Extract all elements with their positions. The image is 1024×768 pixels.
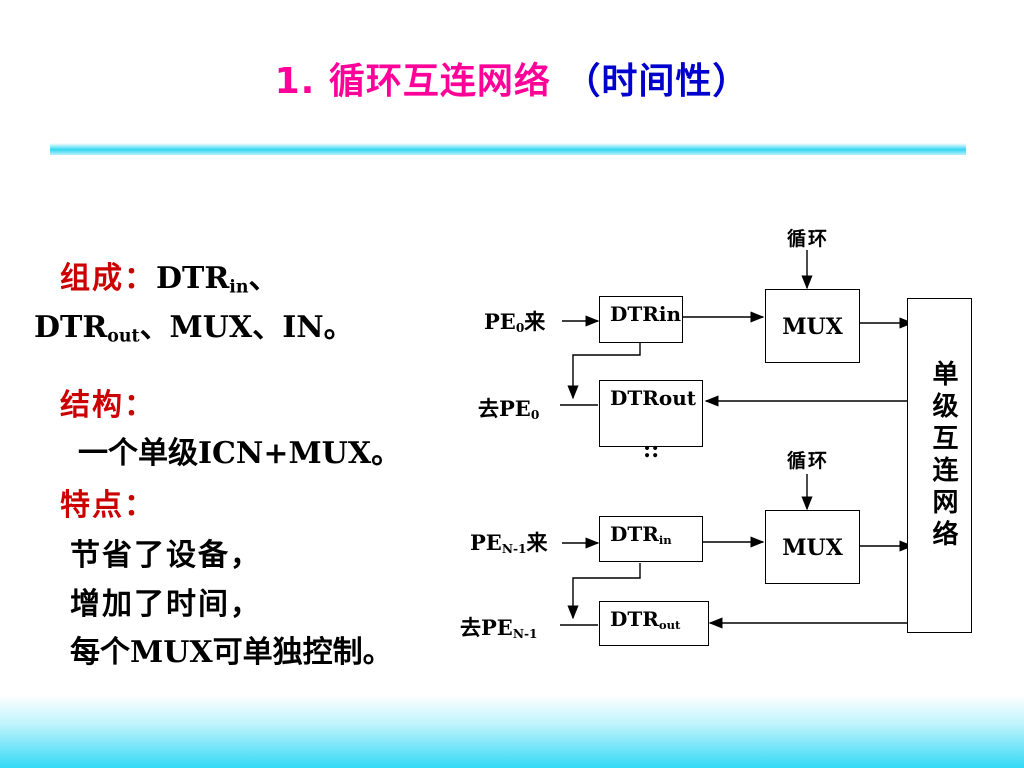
pe0-out-sub: 0 <box>530 408 540 423</box>
arrow-dtrout-pe0-top <box>567 342 641 400</box>
pe0-out-text: 去PE <box>478 396 531 421</box>
cycle-label-bottom: 循环 <box>787 450 830 472</box>
composition-dtr-out: DTR <box>34 310 108 345</box>
composition-rest: 、MUX、IN。 <box>139 310 354 345</box>
pe0-out-label: 去PE0 <box>478 393 539 423</box>
composition-line-1: 组成：DTRin、 <box>60 253 281 297</box>
footer-gradient <box>0 695 1024 768</box>
dtr-out-bottom-text: DTR <box>610 607 659 631</box>
structure-text: 一个单级ICN+MUX。 <box>78 436 402 471</box>
mux-box-top: MUX <box>765 289 860 363</box>
ellipsis-dots: :: <box>643 437 660 463</box>
interconnection-network-label: 单级互连网络 <box>928 360 958 552</box>
pen-out-text: 去PE <box>460 615 513 640</box>
pen-out-label: 去PEN-1 <box>460 612 537 642</box>
pen-out-sub: N-1 <box>512 627 538 642</box>
feature-item-3: 每个MUX可单独控制。 <box>70 635 393 670</box>
pen-in-sub: N-1 <box>501 542 527 557</box>
arrow-dtrout-pen-bottom <box>567 563 641 620</box>
features-label: 特点： <box>60 488 156 523</box>
pe0-in-text: PE <box>484 309 516 334</box>
composition-dtr-in-sub: in <box>229 277 249 298</box>
title-paren: （时间性） <box>564 61 750 102</box>
composition-dtr-in: DTR <box>156 261 230 296</box>
dtr-in-bottom-text: DTR <box>610 522 659 546</box>
composition-dtr-out-sub: out <box>107 326 140 347</box>
title-main: 循环互连网络 <box>328 61 551 102</box>
dtr-out-bottom-sub: out <box>658 617 681 632</box>
dtr-in-box-top: DTRin <box>599 296 683 343</box>
cycle-label-top: 循环 <box>787 228 830 250</box>
composition-label: 组成： <box>60 261 156 296</box>
feature-item-1: 节省了设备， <box>70 538 262 573</box>
composition-line-2: DTRout、MUX、IN。 <box>34 302 354 346</box>
mux-box-bottom: MUX <box>765 510 860 584</box>
structure-label: 结构： <box>60 388 156 423</box>
feature-item-2: 增加了时间， <box>70 587 262 622</box>
dtr-out-box-bottom: DTRout <box>599 601 709 646</box>
title-divider <box>50 143 966 155</box>
title-number: 1. <box>274 61 316 102</box>
composition-sep: 、 <box>248 261 281 296</box>
dtr-in-box-bottom: DTRin <box>599 516 703 562</box>
pen-in-suffix: 来 <box>526 530 548 555</box>
slide-title: 1. 循环互连网络 （时间性） <box>0 52 1024 104</box>
pe0-in-suffix: 来 <box>524 309 546 334</box>
interconnection-network-box <box>907 298 972 633</box>
pen-in-label: PEN-1来 <box>470 527 547 557</box>
pe0-in-sub: 0 <box>515 321 525 336</box>
dtr-in-bottom-sub: in <box>658 532 672 547</box>
pe0-in-label: PE0来 <box>484 306 545 336</box>
dtr-out-box-top: DTRout <box>599 380 703 447</box>
pen-in-text: PE <box>470 530 502 555</box>
